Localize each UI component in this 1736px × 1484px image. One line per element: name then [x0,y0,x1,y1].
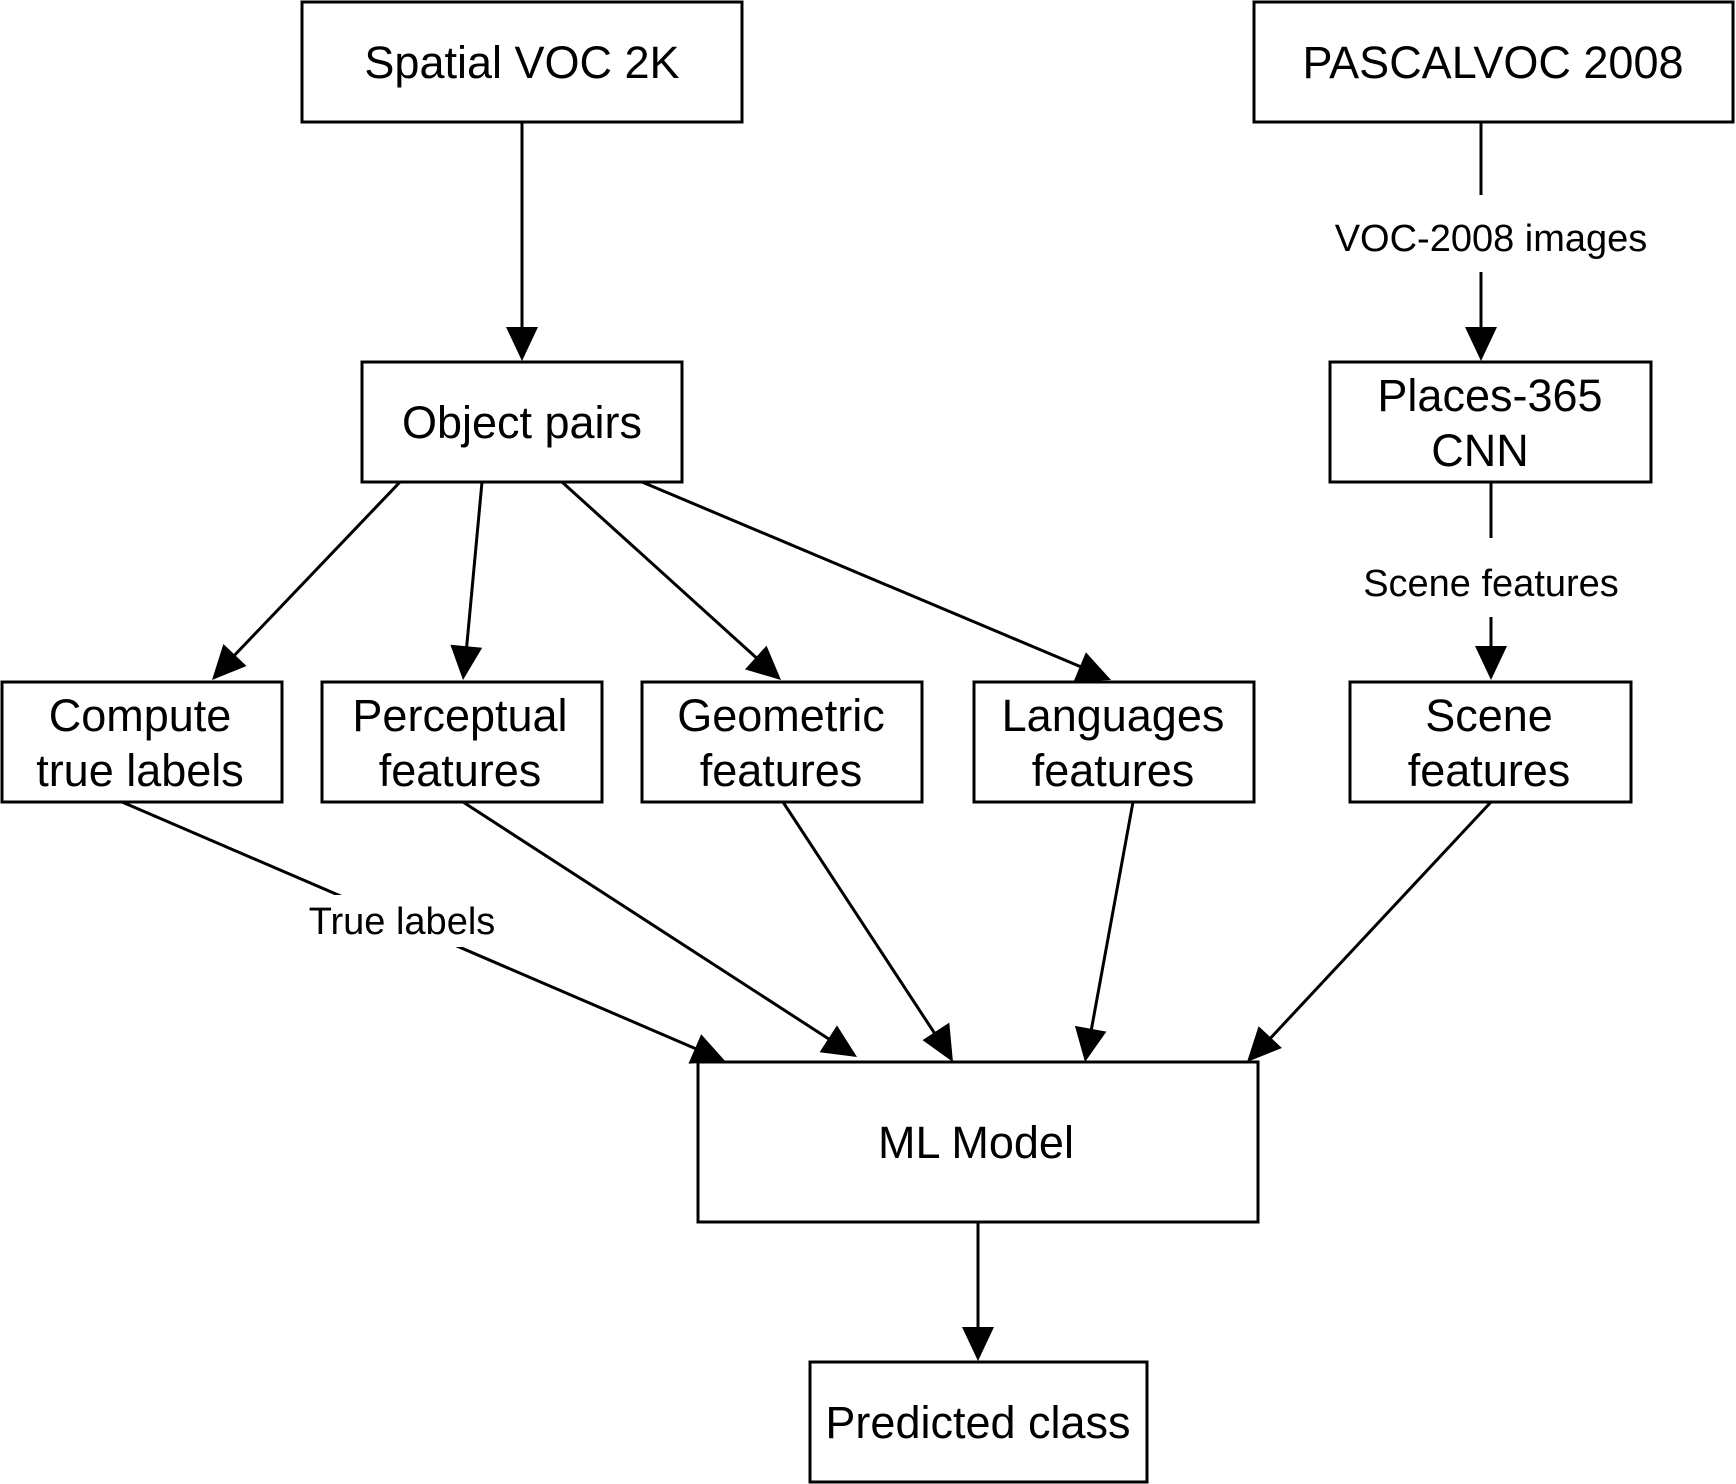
node-predicted-class-box [808,1360,1149,1484]
node-ml-model-label: ML Model [878,1117,1074,1168]
arrowhead-mlmodel-2 [819,1025,857,1057]
arrowhead-mlmodel-3 [922,1022,953,1062]
node-perceptual-features-line2: features [379,745,542,796]
scene-features-label: Scene features [1363,563,1619,605]
node-places-cnn: Places-365 CNN [1328,360,1653,484]
node-geometric-features: Geometric features [640,680,924,804]
node-language-features-line2: features [1032,745,1195,796]
arrowhead-mlmodel-5 [1247,1026,1282,1062]
voc-images-label: VOC-2008 images [1335,218,1648,260]
node-spatial-voc: Spatial VOC 2K [300,0,744,124]
true-labels-label-bg [290,895,515,947]
node-perceptual-features-box [320,680,604,804]
node-language-features-box [972,680,1256,804]
node-places-cnn-box [1328,360,1653,484]
node-compute-true-labels-line1: Compute [49,690,232,741]
node-predicted-class: Predicted class [808,1360,1149,1484]
arrowhead-perceptual [450,644,483,680]
node-spatial-voc-box [300,0,744,124]
node-ml-model-box [696,1060,1260,1224]
node-object-pairs-box [360,360,684,484]
node-language-features-line1: Languages [1002,690,1225,741]
edge-objectpairs-to-perceptual [464,481,484,655]
node-scene-features-line1: Scene [1425,690,1553,741]
arrowhead-scene [1475,646,1507,680]
arrowhead-compute [212,644,247,680]
arrowhead-places [1465,327,1497,361]
edge-labels: True labels VOC-2008 images Scene featur… [290,218,1647,947]
node-perceptual-features: Perceptual features [320,680,604,804]
node-object-pairs-label: Object pairs [402,397,642,448]
node-scene-features-box [1348,680,1633,804]
edge-geometric-to-mlmodel [781,801,941,1041]
node-pascal-voc-box [1252,0,1735,124]
node-compute-true-labels: Compute true labels [0,680,284,804]
node-pascal-voc: PASCALVOC 2008 [1252,0,1735,124]
edge-perceptual-to-mlmodel [462,800,836,1045]
edge-objectpairs-to-language [641,480,1087,671]
node-compute-true-labels-box [0,680,284,804]
node-pascal-voc-label: PASCALVOC 2008 [1302,37,1683,88]
node-spatial-voc-label: Spatial VOC 2K [364,37,679,88]
node-compute-true-labels-line2: true labels [36,745,244,796]
node-object-pairs: Object pairs [360,360,684,484]
edge-scene-to-mlmodel [1263,800,1493,1046]
edge-objectpairs-to-compute [228,480,402,662]
node-perceptual-features-line1: Perceptual [352,690,567,741]
edge-objectpairs-to-geometric [560,480,763,664]
node-scene-features-line2: features [1408,745,1571,796]
true-labels-label: True labels [309,901,496,943]
arrowhead-mlmodel-1 [688,1034,726,1064]
node-geometric-features-line2: features [700,745,863,796]
arrowhead-mlmodel-4 [1074,1025,1107,1062]
node-places-cnn-label-line2: CNN [1431,425,1529,476]
edges [121,122,1507,1361]
arrowhead-objectpairs [506,327,538,361]
arrowhead-predicted [962,1327,994,1361]
node-ml-model: ML Model [696,1060,1260,1224]
edge-language-to-mlmodel [1088,801,1135,1038]
node-scene-features: Scene features [1348,680,1633,804]
arrowhead-geometric [745,645,781,680]
node-places-cnn-label-line1: Places-365 [1377,370,1602,421]
node-geometric-features-box [640,680,924,804]
node-geometric-features-line1: Geometric [677,690,885,741]
node-language-features: Languages features [972,680,1256,804]
arrowhead-language [1073,652,1111,682]
node-predicted-class-label: Predicted class [825,1397,1130,1448]
